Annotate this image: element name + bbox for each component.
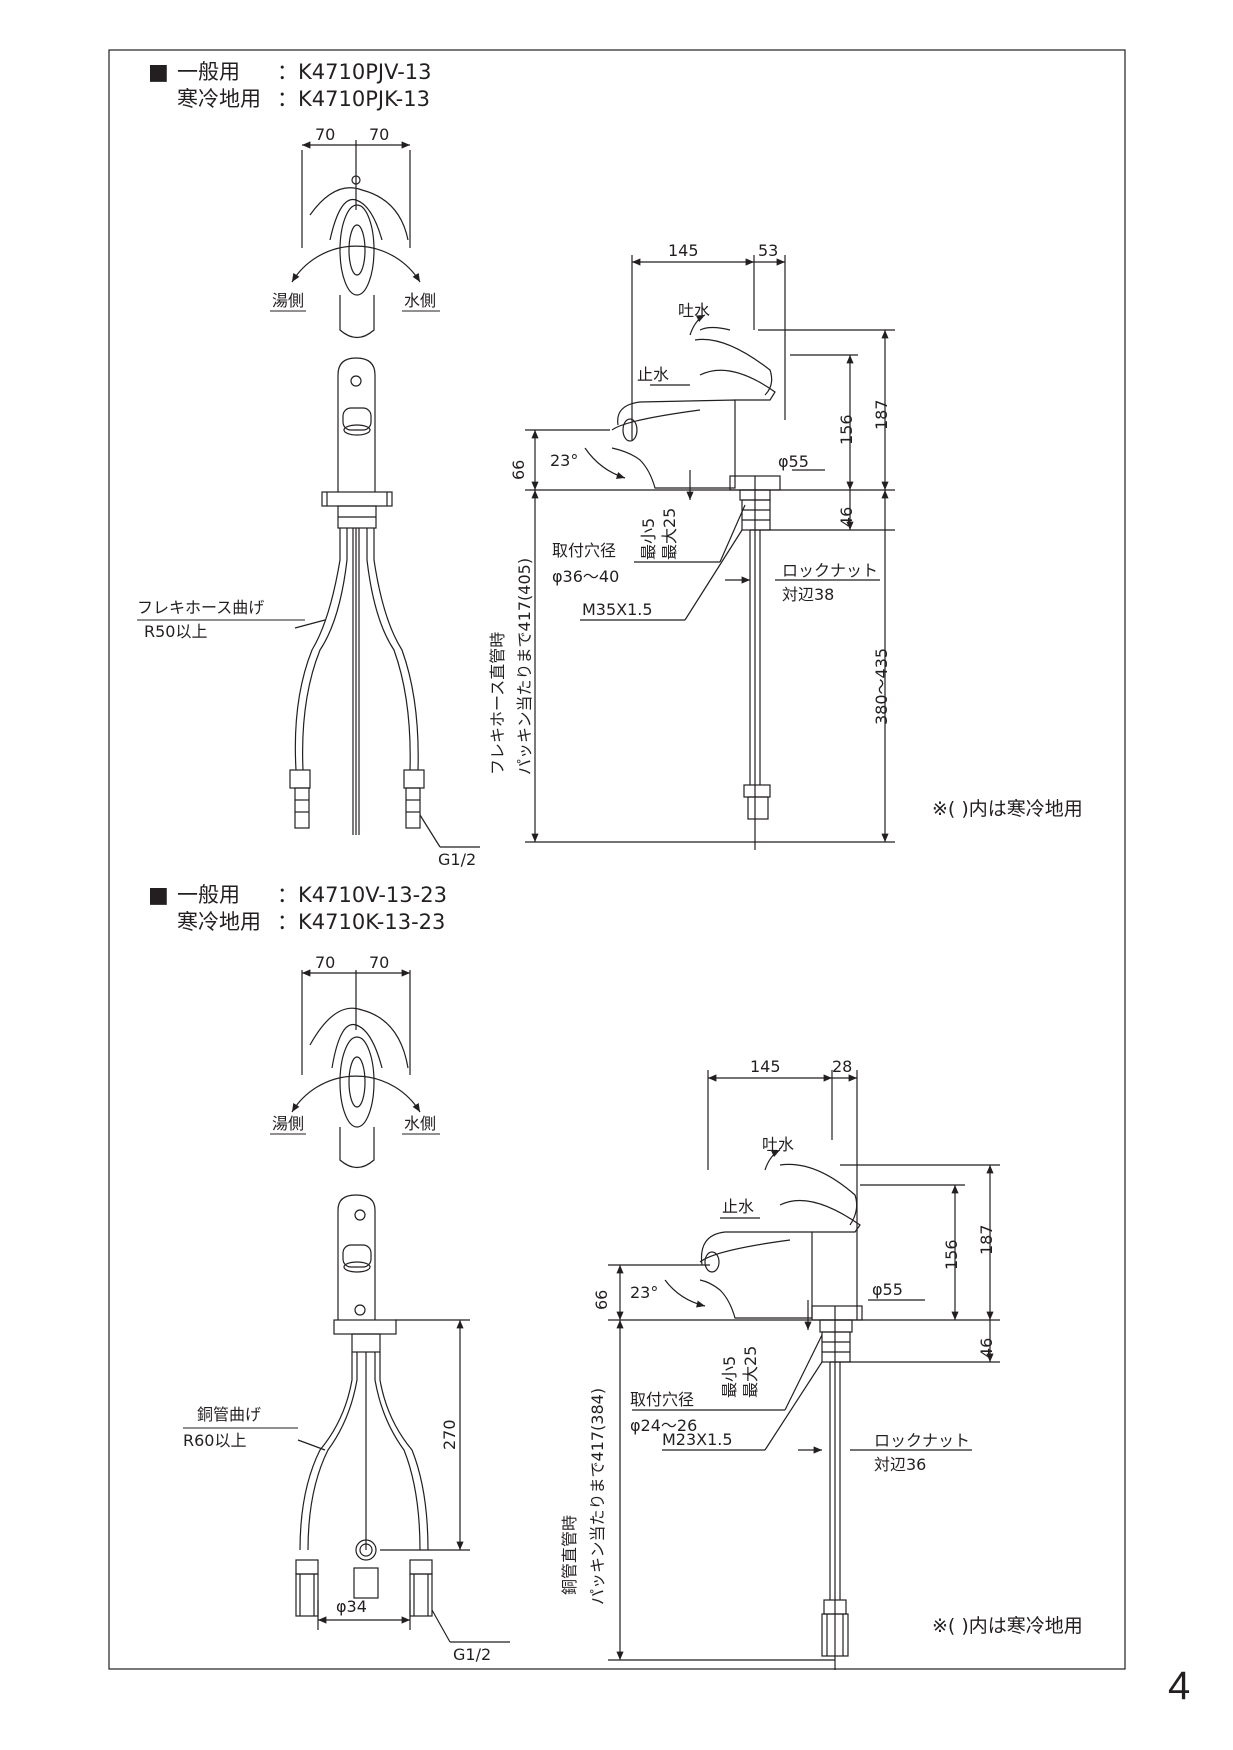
section2-vertical-note-1: 銅管直管時 bbox=[560, 1515, 579, 1595]
section1-cold-note: ※( )内は寒冷地用 bbox=[932, 798, 1083, 820]
section2-cold-side-label: 水側 bbox=[404, 1114, 436, 1133]
section1-dim-70-left: 70 bbox=[315, 125, 335, 144]
section2-stop-label: 止水 bbox=[722, 1197, 754, 1216]
section1-dim-145: 145 bbox=[668, 241, 699, 260]
section2-cold-note: ※( )内は寒冷地用 bbox=[932, 1615, 1083, 1637]
section2-spout-label: 吐水 bbox=[762, 1135, 794, 1154]
section1-front-view bbox=[289, 357, 480, 848]
section1-cold-model: ：K4710PJK-13 bbox=[277, 87, 430, 111]
section2-hole-value: φ24～26 bbox=[630, 1416, 697, 1435]
drawing-frame bbox=[108, 49, 1126, 1670]
section2-bullet: ■ bbox=[148, 883, 169, 908]
section1-hole-label: 取付穴径 bbox=[552, 541, 616, 560]
section2-dia-55: φ55 bbox=[872, 1280, 903, 1299]
section2-side-view bbox=[608, 1070, 1000, 1670]
section1-dim-187: 187 bbox=[872, 399, 891, 430]
section1-min-max-1: 最小5 bbox=[639, 518, 658, 560]
section2-hot-side-label: 湯側 bbox=[272, 1114, 304, 1133]
section2-general-model: ：K4710V-13-23 bbox=[277, 883, 447, 907]
section1-hole-value: φ36～40 bbox=[552, 567, 619, 586]
section1-cold-side-label: 水側 bbox=[404, 291, 436, 310]
section1-dia-55: φ55 bbox=[778, 452, 809, 471]
section2-dim-70-left: 70 bbox=[315, 953, 335, 972]
section1-stop-label: 止水 bbox=[637, 365, 669, 384]
section1-thread-label: G1/2 bbox=[438, 850, 476, 869]
section2-dim-28: 28 bbox=[832, 1057, 852, 1076]
section1-min-max-2: 最大25 bbox=[660, 508, 679, 560]
section1-header: ■ 一般用 ：K4710PJV-13 寒冷地用 ：K4710PJK-13 bbox=[148, 60, 432, 111]
section1-thread-size: M35X1.5 bbox=[582, 600, 653, 619]
section2-cold-model: ：K4710K-13-23 bbox=[277, 910, 445, 934]
section1-dim-70-right: 70 bbox=[369, 125, 389, 144]
section1-hot-side-label: 湯側 bbox=[272, 291, 304, 310]
section1-dim-46: 46 bbox=[837, 507, 856, 527]
section2-dim-70-right: 70 bbox=[369, 953, 389, 972]
section2-locknut-1: ロックナット bbox=[874, 1431, 970, 1450]
section2-vertical-note-2: パッキン当たりまで417(384) bbox=[588, 1388, 607, 1605]
section1-locknut-2: 対辺38 bbox=[782, 585, 834, 604]
section2-pipe-note-1: 銅管曲げ bbox=[197, 1405, 261, 1424]
section2-angle: 23° bbox=[630, 1283, 658, 1302]
section1-locknut-1: ロックナット bbox=[782, 561, 878, 580]
section2-dia-34: φ34 bbox=[336, 1597, 367, 1616]
section1-hose-note-1: フレキホース曲げ bbox=[137, 598, 264, 617]
section2-dim-187: 187 bbox=[977, 1224, 996, 1255]
section1-bullet: ■ bbox=[148, 60, 169, 85]
section2-locknut-2: 対辺36 bbox=[874, 1455, 926, 1474]
section1-dim-53: 53 bbox=[758, 241, 778, 260]
section1-dim-156: 156 bbox=[837, 414, 856, 445]
section1-vertical-note-2: パッキン当たりまで417(405) bbox=[515, 558, 534, 775]
section2-dim-46: 46 bbox=[977, 1338, 996, 1358]
section1-side-view bbox=[525, 255, 895, 850]
page-number: 4 bbox=[1168, 1664, 1191, 1708]
section1-top-view bbox=[291, 140, 421, 339]
section2-top-view bbox=[291, 969, 421, 1169]
section2-general-label: 一般用 bbox=[177, 883, 240, 907]
section2-hole-label: 取付穴径 bbox=[630, 1390, 694, 1409]
section2-cold-label: 寒冷地用 bbox=[177, 910, 261, 934]
section2-dim-270: 270 bbox=[440, 1419, 459, 1450]
section1-cold-label: 寒冷地用 bbox=[177, 87, 261, 111]
section2-thread-size: M23X1.5 bbox=[662, 1430, 733, 1449]
section1-angle: 23° bbox=[550, 451, 578, 470]
section2-dim-145: 145 bbox=[750, 1057, 781, 1076]
section1-hose-note-2: R50以上 bbox=[144, 622, 207, 641]
section2-min-max-2: 最大25 bbox=[741, 1346, 760, 1398]
section2-front-view bbox=[295, 1194, 510, 1643]
section1-spout-label: 吐水 bbox=[678, 301, 710, 320]
section1-vertical-note-1: フレキホース直管時 bbox=[488, 632, 507, 775]
section1-dim-66: 66 bbox=[509, 460, 528, 480]
section1-general-label: 一般用 bbox=[177, 60, 240, 84]
section1-general-model: ：K4710PJV-13 bbox=[277, 60, 432, 84]
section2-dim-66: 66 bbox=[592, 1290, 611, 1310]
section2-thread-label: G1/2 bbox=[453, 1645, 491, 1664]
section2-min-max-1: 最小5 bbox=[720, 1356, 739, 1398]
section2-dim-156: 156 bbox=[942, 1239, 961, 1270]
section2-pipe-note-2: R60以上 bbox=[183, 1431, 246, 1450]
section1-range: 380～435 bbox=[872, 648, 891, 725]
section2-header: ■ 一般用 ：K4710V-13-23 寒冷地用 ：K4710K-13-23 bbox=[148, 883, 447, 934]
